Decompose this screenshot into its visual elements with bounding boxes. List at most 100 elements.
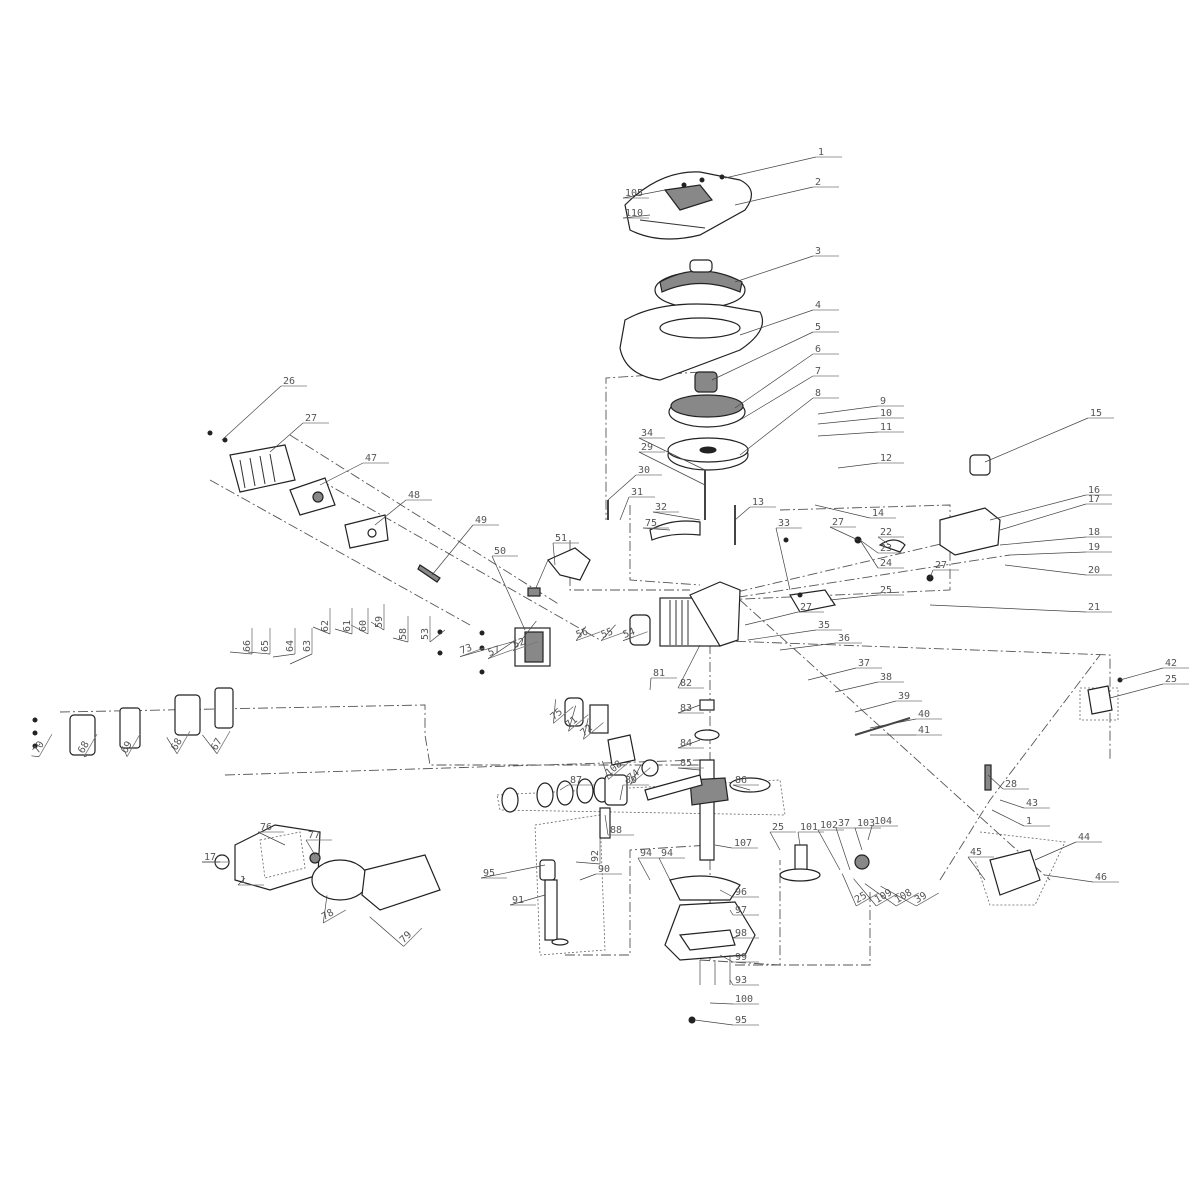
part-number: 34 <box>641 428 653 439</box>
part-label: 47 <box>363 453 389 464</box>
part-number: 39 <box>913 890 929 906</box>
part-number: 107 <box>734 838 752 849</box>
part-label: 97 <box>733 905 759 916</box>
part-number: 85 <box>680 758 692 769</box>
label-underline <box>487 649 513 660</box>
leader-line <box>859 539 879 569</box>
part-number: 53 <box>420 628 431 640</box>
part-number: 76 <box>260 822 272 833</box>
part-number: 87 <box>570 775 582 786</box>
part-label: 81 <box>651 668 677 679</box>
label-underline <box>83 734 98 757</box>
part-label: 34 <box>639 428 665 439</box>
leader-line <box>579 873 597 881</box>
part-label: 1 <box>1024 816 1050 827</box>
label-underline <box>323 909 346 924</box>
part-label: 59 <box>374 604 385 630</box>
part-number: 51 <box>555 533 567 544</box>
part-number: 63 <box>302 640 313 652</box>
leader-line <box>769 831 781 851</box>
leader-line <box>1034 841 1077 861</box>
leader-line <box>837 462 879 469</box>
leader-line <box>601 760 609 780</box>
part-number: 25 <box>772 822 784 833</box>
part-number: 16 <box>1088 485 1100 496</box>
part-label: 68 <box>169 731 191 754</box>
part-number: 25 <box>880 585 892 596</box>
leader-line <box>568 705 577 732</box>
leader-line <box>638 437 706 471</box>
cylinder-head <box>514 627 551 667</box>
leader-line <box>867 825 873 841</box>
starter-cover-top <box>624 171 752 240</box>
part-label: 28 <box>1003 779 1029 790</box>
label-underline <box>856 892 879 907</box>
leader-line <box>734 506 751 521</box>
part-label: 104 <box>872 816 898 827</box>
leader-line <box>677 739 701 749</box>
leader-line <box>623 636 635 642</box>
part-label: 26 <box>281 376 307 387</box>
leader-line <box>166 737 178 754</box>
label-underline <box>512 641 538 652</box>
part-label: 90 <box>596 864 622 875</box>
part-label: 17 <box>1086 494 1112 505</box>
leader-line <box>987 774 1004 790</box>
part-number: 100 <box>735 994 753 1005</box>
label-underline <box>553 706 574 724</box>
part-number: 9 <box>880 396 886 407</box>
part-label: 12 <box>878 453 904 464</box>
part-label: 60 <box>358 608 369 634</box>
part-number: 95 <box>483 868 495 879</box>
part-number: 14 <box>872 508 884 519</box>
part-label: 13 <box>750 497 776 508</box>
leader-line <box>31 755 40 758</box>
part-label: 42 <box>1163 658 1189 669</box>
leader-line <box>929 604 1087 613</box>
part-number: 43 <box>1026 798 1038 809</box>
part-number: 99 <box>735 952 747 963</box>
part-number: 28 <box>1005 779 1017 790</box>
part-number: 94 <box>661 848 673 859</box>
leader-line <box>677 644 701 689</box>
part-label: 25 <box>878 585 904 596</box>
part-number: 37 <box>838 818 850 829</box>
part-number: 40 <box>918 709 930 720</box>
part-number: 95 <box>735 1015 747 1026</box>
part-label: 27 <box>303 413 329 424</box>
part-label: 57 <box>487 644 513 660</box>
part-label: 7 <box>813 366 839 377</box>
leader-line <box>350 624 369 635</box>
leader-line <box>739 309 814 336</box>
leader-line <box>334 628 353 635</box>
leader-line <box>775 527 791 591</box>
leader-line <box>221 385 282 441</box>
leader-line <box>807 667 857 681</box>
part-number: 22 <box>880 527 892 538</box>
leader-line <box>869 718 917 729</box>
leader-line <box>729 909 734 916</box>
leader-line <box>814 504 871 519</box>
control-lever <box>1087 685 1113 715</box>
part-label: 89 <box>623 775 649 786</box>
leader-line <box>864 883 897 907</box>
muffler-guard <box>229 444 296 493</box>
leader-line <box>487 639 516 659</box>
part-number: 82 <box>680 678 692 689</box>
leader-line <box>694 1019 734 1026</box>
part-label: 110 <box>623 208 649 219</box>
label-underline <box>896 892 919 907</box>
part-number: 36 <box>838 633 850 644</box>
part-label: 96 <box>733 887 759 898</box>
part-label: 37 <box>856 658 882 669</box>
part-number: 1 <box>240 875 246 886</box>
part-number: 103 <box>857 818 875 829</box>
air-filter-element <box>311 859 369 901</box>
leader-line <box>512 620 537 651</box>
part-label: 10 <box>878 408 904 419</box>
part-number: 75 <box>645 518 657 529</box>
leader-line <box>854 700 897 713</box>
part-number: 26 <box>283 376 295 387</box>
leader-line <box>257 831 286 846</box>
leader-line <box>491 555 526 631</box>
